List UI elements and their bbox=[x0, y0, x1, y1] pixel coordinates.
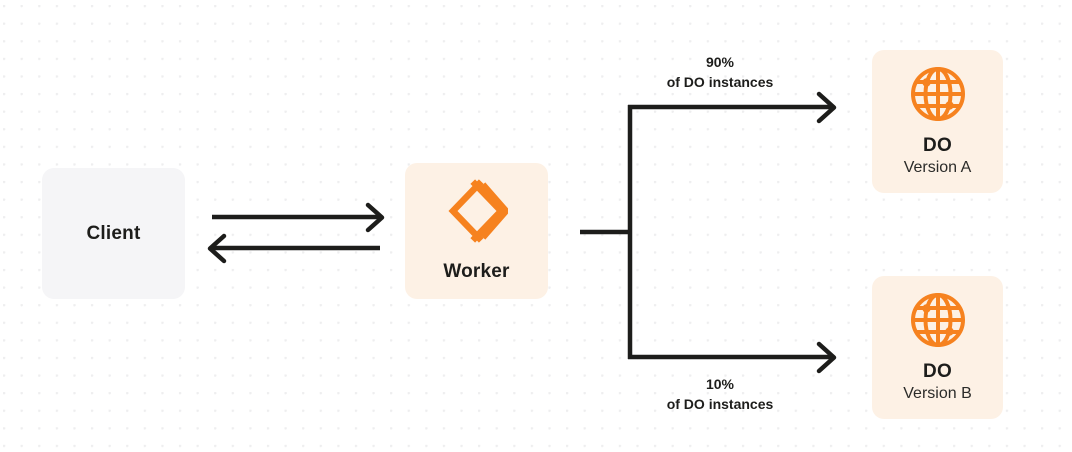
arrow-client-to-worker bbox=[212, 202, 385, 233]
node-do-a-sublabel: Version A bbox=[903, 159, 972, 177]
edge-label-do-a-percent: 90% bbox=[705, 54, 735, 70]
node-do-version-b[interactable]: DO Version B bbox=[872, 276, 1003, 419]
node-worker-label: Worker bbox=[443, 261, 510, 283]
edge-label-do-b: 10% of DO instances bbox=[612, 374, 828, 415]
node-do-b-label: DO bbox=[923, 360, 952, 382]
edge-label-do-a-description: of DO instances bbox=[666, 74, 774, 91]
node-do-a-label: DO bbox=[923, 134, 952, 156]
node-do-b-sublabel: Version B bbox=[903, 385, 972, 403]
branch-connector bbox=[580, 105, 633, 359]
edge-label-do-b-percent: 10% bbox=[705, 376, 735, 392]
edge-label-do-b-description: of DO instances bbox=[666, 396, 774, 413]
globe-icon bbox=[909, 65, 967, 123]
node-worker[interactable]: Worker bbox=[405, 163, 548, 299]
arrow-worker-to-do-b bbox=[628, 341, 837, 374]
globe-icon bbox=[909, 291, 967, 349]
arrow-worker-to-client bbox=[207, 233, 380, 264]
arrow-worker-to-do-a bbox=[628, 91, 837, 124]
cloudflare-workers-icon bbox=[446, 179, 510, 243]
node-client-label: Client bbox=[86, 222, 141, 244]
node-do-version-a[interactable]: DO Version A bbox=[872, 50, 1003, 193]
node-client[interactable]: Client bbox=[42, 168, 185, 299]
edge-label-do-a: 90% of DO instances bbox=[612, 52, 828, 93]
